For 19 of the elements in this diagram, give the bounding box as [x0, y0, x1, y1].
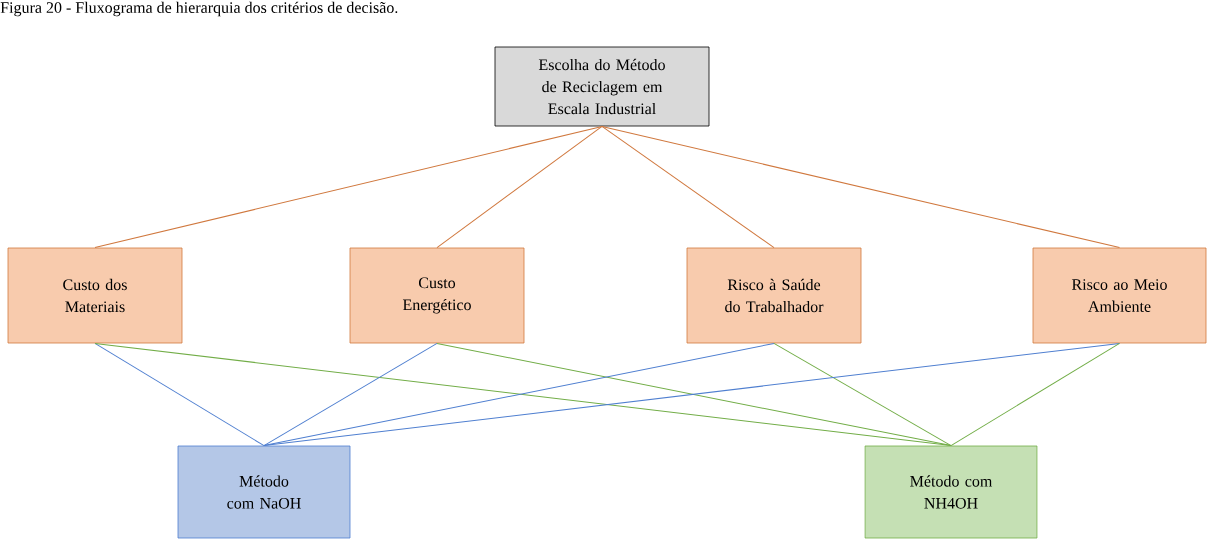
criterion-box: Custo Energético	[349, 247, 525, 344]
connector-line	[436, 342, 952, 447]
figure-title: Figura 20 - Fluxograma de hierarquia dos critérios de decisão.	[0, 1, 398, 17]
connector-line	[94, 342, 265, 447]
connector-line	[950, 342, 1120, 447]
connector-line	[601, 125, 775, 249]
criterion-box: Risco ao Meio Ambiente	[1032, 247, 1207, 344]
criterion-box: Custo dos Materiais	[7, 247, 183, 344]
alternative-box: Método com NH4OH	[864, 445, 1038, 539]
connector-line	[263, 342, 775, 447]
connector-line	[436, 125, 603, 249]
connector-line	[94, 125, 603, 249]
alternative-box: Método com NaOH	[177, 445, 351, 539]
connector-line	[773, 342, 952, 447]
goal-box: Escolha do Método de Reciclagem em Escala Industrial	[494, 46, 710, 127]
connector-line	[263, 342, 1120, 447]
connector-line	[263, 342, 438, 447]
connector-line	[601, 125, 1120, 249]
criterion-box: Risco à Saúde do Trabalhador	[686, 247, 862, 344]
